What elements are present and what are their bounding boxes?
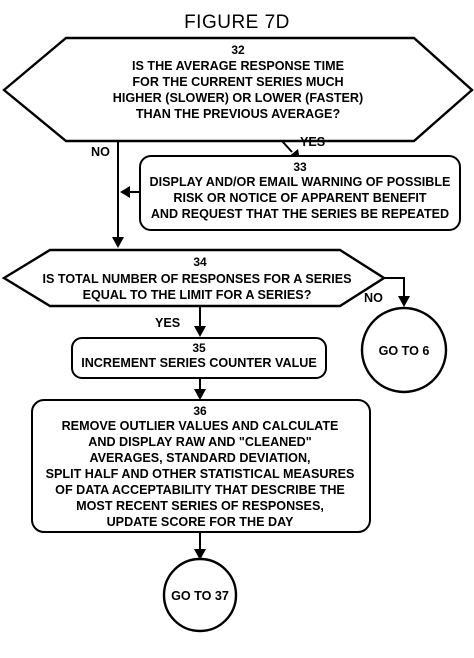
decision-32-number: 32 bbox=[231, 43, 245, 57]
arrowhead-36-go37 bbox=[194, 549, 206, 560]
decision-32-line-3: HIGHER (SLOWER) OR LOWER (FASTER) bbox=[113, 91, 363, 105]
edge-label-no-32: NO bbox=[91, 145, 110, 159]
edge-32-yes-to-33 bbox=[281, 140, 293, 153]
process-36-line-5: OF DATA ACCEPTABILITY THAT DESCRIBE THE bbox=[55, 483, 345, 497]
arrowhead-35-36 bbox=[194, 389, 206, 400]
process-36-line-6: MOST RECENT SERIES OF RESPONSES, bbox=[76, 499, 324, 513]
go-to-6-label: GO TO 6 bbox=[379, 344, 430, 358]
process-33-number: 33 bbox=[293, 160, 307, 174]
go-to-6-circle bbox=[360, 306, 448, 394]
arrowhead-33-merge bbox=[120, 186, 130, 198]
process-36-line-2: AND DISPLAY RAW AND "CLEANED" bbox=[88, 435, 312, 449]
edge-label-no-34: NO bbox=[364, 291, 383, 305]
process-35-line-1: INCREMENT SERIES COUNTER VALUE bbox=[81, 356, 317, 370]
decision-32-shape bbox=[2, 36, 474, 143]
arrowhead-32-no bbox=[112, 237, 124, 248]
process-33-line-3: AND REQUEST THAT THE SERIES BE REPEATED bbox=[151, 207, 449, 221]
arrowhead-34-no bbox=[398, 296, 410, 307]
edge-34-no-to-go6 bbox=[384, 277, 405, 296]
process-36-line-4: SPLIT HALF AND OTHER STATISTICAL MEASURE… bbox=[46, 467, 355, 481]
process-35-number: 35 bbox=[192, 341, 206, 355]
edge-label-yes-34: YES bbox=[155, 316, 180, 330]
figure-title: FIGURE 7D bbox=[184, 12, 290, 33]
decision-34-number: 34 bbox=[193, 255, 207, 269]
arrowhead-34-yes bbox=[194, 326, 206, 337]
process-36-line-1: REMOVE OUTLIER VALUES AND CALCULATE bbox=[62, 419, 339, 433]
edge-label-yes-32: YES bbox=[300, 135, 325, 149]
process-33-line-2: RISK OR NOTICE OF APPARENT BENEFIT bbox=[173, 191, 427, 205]
process-36-line-3: AVERAGES, STANDARD DEVIATION, bbox=[89, 451, 310, 465]
decision-34-line-2: EQUAL TO THE LIMIT FOR A SERIES? bbox=[83, 288, 312, 302]
process-36-line-7: UPDATE SCORE FOR THE DAY bbox=[107, 515, 294, 529]
decision-32-line-4: THAN THE PREVIOUS AVERAGE? bbox=[136, 107, 340, 121]
go-to-37-circle bbox=[162, 557, 238, 633]
process-33-line-1: DISPLAY AND/OR EMAIL WARNING OF POSSIBLE bbox=[150, 175, 451, 189]
go-to-37-label: GO TO 37 bbox=[171, 589, 229, 603]
decision-34-line-1: IS TOTAL NUMBER OF RESPONSES FOR A SERIE… bbox=[42, 272, 351, 286]
process-36-number: 36 bbox=[193, 404, 207, 418]
decision-32-line-2: FOR THE CURRENT SERIES MUCH bbox=[132, 75, 343, 89]
decision-32-line-1: IS THE AVERAGE RESPONSE TIME bbox=[132, 59, 344, 73]
